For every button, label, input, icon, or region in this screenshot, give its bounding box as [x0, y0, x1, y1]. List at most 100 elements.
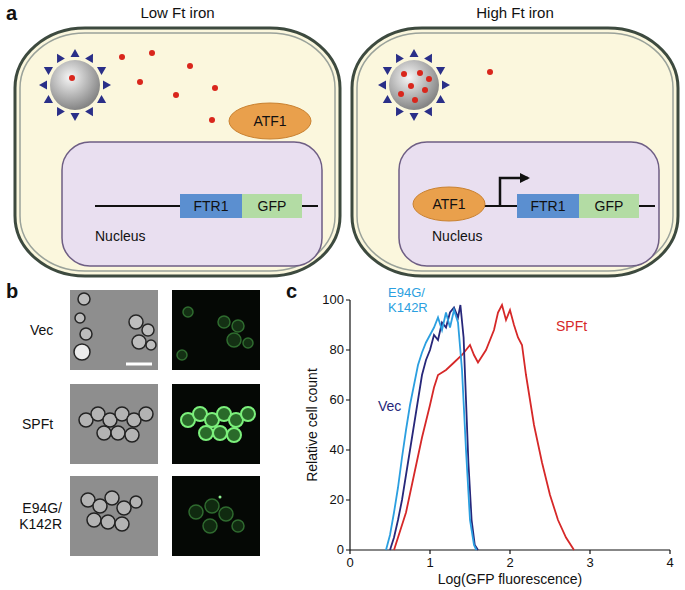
ferritin-subunit	[71, 49, 80, 57]
fluorescence-image	[172, 384, 260, 464]
reporter-box: GFP	[242, 194, 302, 218]
cell-membrane	[20, 33, 335, 271]
brightfield-image	[70, 476, 158, 556]
nucleus-shape	[399, 142, 659, 266]
tick-label: 0	[337, 543, 344, 558]
fluorescent-spot	[219, 496, 222, 499]
ferritin-subunit	[392, 107, 404, 118]
iron-dot	[408, 83, 414, 89]
gene-label: GFP	[258, 198, 287, 214]
art-circle	[74, 344, 90, 360]
ferritin-subunit	[42, 63, 53, 75]
y-axis	[349, 300, 350, 550]
art-circle	[177, 350, 187, 360]
panel-heading: High Ft iron	[476, 4, 554, 21]
art-circle	[129, 315, 143, 329]
yeast-cells	[177, 307, 253, 360]
iron-dot	[487, 69, 493, 75]
art-circle	[130, 496, 142, 508]
ferritin-subunit	[381, 63, 392, 75]
ferritin-subunit	[378, 81, 386, 90]
cell-wall	[352, 28, 678, 276]
tick-label: 40	[330, 443, 344, 458]
ferritin-subunit	[424, 107, 436, 118]
ferritin-subunit	[436, 63, 447, 75]
iron-dot	[398, 91, 404, 97]
iron-dot	[173, 92, 179, 98]
iron-dot	[426, 76, 432, 82]
ferritin-subunit	[85, 52, 97, 63]
art-circle	[111, 426, 125, 440]
ferritin-subunit	[97, 63, 108, 75]
series-label: E94G/ K142R	[388, 286, 434, 316]
art-circle	[189, 505, 203, 519]
nucleus-shape	[62, 142, 322, 266]
series-label: SPFt	[556, 318, 587, 334]
nucleus-region: NucleusFTR1GFP	[62, 142, 322, 266]
art-circle	[87, 513, 101, 527]
ferritin-subunit	[424, 52, 436, 63]
ferritin-subunit	[410, 49, 419, 57]
art-circle	[139, 407, 153, 421]
nucleus-region: NucleusATF1FTR1GFP	[399, 142, 659, 266]
row-label: SPFt	[22, 416, 53, 432]
iron-dot	[401, 71, 407, 77]
gene-box: FTR1	[517, 194, 579, 218]
art-circle	[203, 519, 217, 533]
mutant-curve	[386, 310, 476, 550]
panel-letter: b	[6, 280, 18, 303]
art-circle	[105, 491, 119, 505]
tick-label: 60	[330, 393, 344, 408]
brightfield-image	[70, 384, 158, 464]
gene-box: FTR1	[180, 194, 242, 218]
ferritin-subunit	[71, 113, 80, 121]
gene-label: FTR1	[194, 198, 229, 214]
ferritin-subunit	[410, 113, 419, 121]
gene-label: FTR1	[531, 198, 566, 214]
cell-illustration	[15, 28, 340, 276]
ferritin-subunit	[442, 81, 450, 90]
art-circle	[232, 320, 244, 332]
art-circle	[97, 426, 111, 440]
ferritin-subunit	[53, 107, 65, 118]
protein-oval: ATF1	[412, 186, 486, 222]
panel-letter: c	[286, 280, 297, 303]
tick-label: 0	[346, 556, 353, 571]
art-circle	[125, 428, 139, 442]
ferritin-subunit	[85, 107, 97, 118]
iron-dots	[398, 69, 493, 103]
gene-label: GFP	[595, 198, 624, 214]
tick-label: 80	[330, 343, 344, 358]
ferritin-subunit	[42, 95, 53, 107]
iron-dot	[149, 50, 155, 56]
ferritin-subunit	[436, 95, 447, 107]
ferritin-subunit	[392, 52, 404, 63]
art-circle	[219, 507, 233, 521]
art-circle	[243, 338, 253, 348]
yeast-cells	[74, 293, 156, 360]
cell-illustration	[352, 28, 678, 276]
yeast-cells	[81, 491, 142, 531]
protein-oval-outline	[229, 103, 311, 139]
art-circle	[78, 293, 90, 305]
protein-label: ATF1	[253, 113, 286, 129]
tick-label: 2	[506, 556, 513, 571]
yeast-cells	[79, 407, 153, 442]
art-circle	[213, 426, 227, 440]
art-circle	[117, 501, 131, 515]
art-circle	[132, 335, 146, 349]
iron-dots	[69, 50, 218, 123]
iron-dot	[212, 85, 218, 91]
ferritin-shell	[39, 49, 111, 121]
cell-wall	[15, 28, 340, 276]
ferritin-subunit	[103, 81, 111, 90]
x-ticks	[350, 550, 670, 554]
art-circle	[205, 499, 219, 513]
ferritin-sphere	[50, 60, 100, 110]
tick-label: 100	[322, 293, 344, 308]
ferritin-subunit	[97, 95, 108, 107]
iron-dot	[137, 79, 143, 85]
art-circle	[199, 426, 213, 440]
art-circle	[218, 316, 230, 328]
